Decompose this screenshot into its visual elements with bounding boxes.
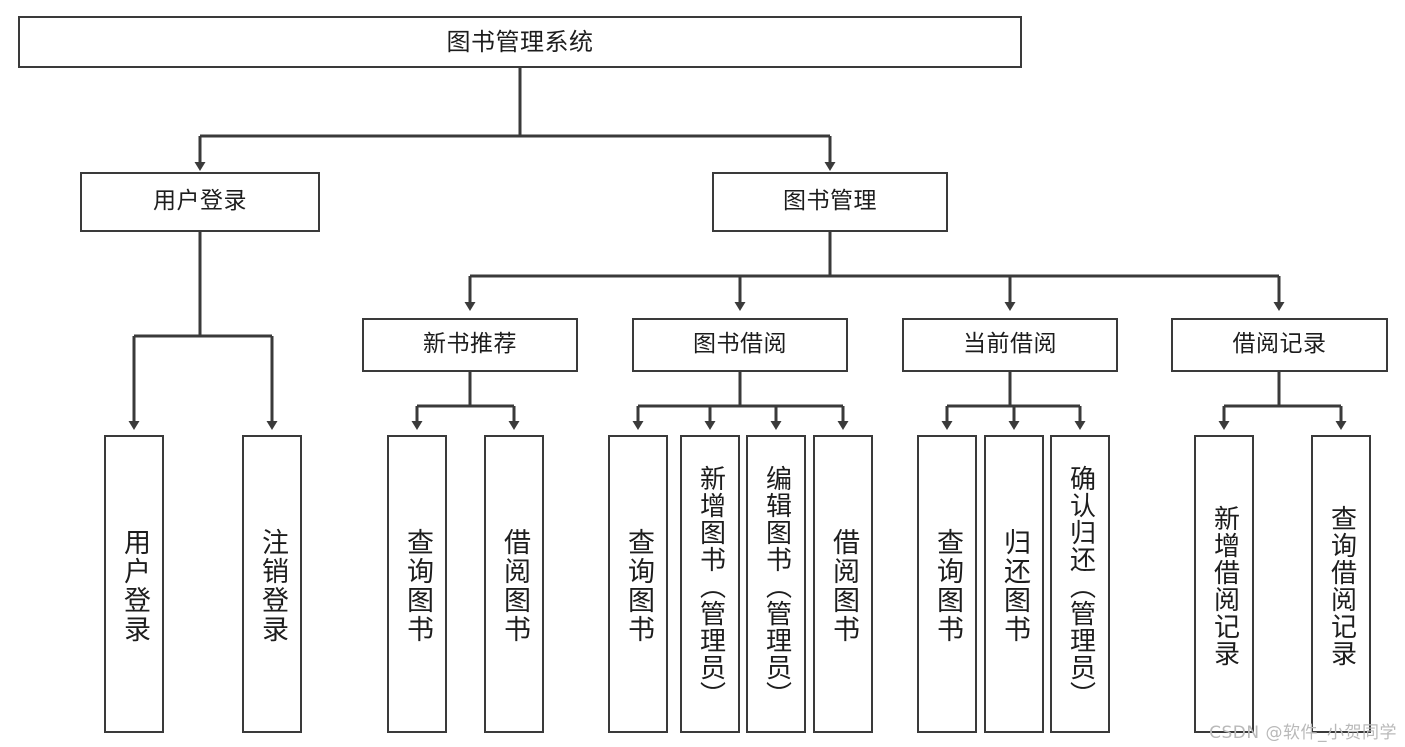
node-label: 新书推荐 bbox=[423, 331, 517, 358]
node-label: 当前借阅 bbox=[963, 331, 1057, 358]
node-leaf-query-book-3[interactable]: 查询图书 bbox=[917, 435, 977, 733]
node-leaf-query-record[interactable]: 查询借阅记录 bbox=[1311, 435, 1371, 733]
node-label: 查询图书 bbox=[402, 528, 434, 644]
node-leaf-query-book-1[interactable]: 查询图书 bbox=[387, 435, 447, 733]
node-label: 用户登录 bbox=[153, 188, 247, 215]
node-leaf-logout-login[interactable]: 注销登录 bbox=[242, 435, 302, 733]
node-leaf-add-record[interactable]: 新增借阅记录 bbox=[1194, 435, 1254, 733]
node-label: 图书借阅 bbox=[693, 331, 787, 358]
node-label: 注销登录 bbox=[257, 528, 289, 644]
node-label: 用户登录 bbox=[119, 528, 151, 644]
node-label: 归还图书 bbox=[999, 528, 1031, 644]
node-leaf-add-book[interactable]: 新增图书（管理员） bbox=[680, 435, 740, 733]
node-label: 查询图书 bbox=[932, 528, 964, 644]
node-leaf-confirm-return[interactable]: 确认归还（管理员） bbox=[1050, 435, 1110, 733]
node-user-login[interactable]: 用户登录 bbox=[80, 172, 320, 232]
node-label: 借阅图书 bbox=[499, 528, 531, 644]
node-current-borrow[interactable]: 当前借阅 bbox=[902, 318, 1118, 372]
node-root-system[interactable]: 图书管理系统 bbox=[18, 16, 1022, 68]
node-label: 借阅图书 bbox=[828, 528, 860, 644]
node-label: 编辑图书（管理员） bbox=[761, 464, 792, 708]
node-label: 查询借阅记录 bbox=[1326, 505, 1357, 667]
node-book-borrow[interactable]: 图书借阅 bbox=[632, 318, 848, 372]
node-label: 图书管理 bbox=[783, 188, 877, 215]
node-borrow-record[interactable]: 借阅记录 bbox=[1171, 318, 1388, 372]
node-label: 借阅记录 bbox=[1232, 331, 1327, 358]
node-label: 新增图书（管理员） bbox=[695, 464, 726, 708]
csdn-watermark: CSDN @软件_小贺同学 bbox=[1209, 723, 1397, 743]
node-leaf-user-login[interactable]: 用户登录 bbox=[104, 435, 164, 733]
node-leaf-edit-book[interactable]: 编辑图书（管理员） bbox=[746, 435, 806, 733]
node-leaf-return-book[interactable]: 归还图书 bbox=[984, 435, 1044, 733]
node-label: 图书管理系统 bbox=[446, 27, 594, 56]
node-label: 确认归还（管理员） bbox=[1065, 464, 1096, 708]
node-label: 查询图书 bbox=[623, 528, 655, 644]
node-book-manage[interactable]: 图书管理 bbox=[712, 172, 948, 232]
node-leaf-query-book-2[interactable]: 查询图书 bbox=[608, 435, 668, 733]
node-label: 新增借阅记录 bbox=[1209, 505, 1240, 667]
node-new-book-recommend[interactable]: 新书推荐 bbox=[362, 318, 578, 372]
node-leaf-borrow-book-1[interactable]: 借阅图书 bbox=[484, 435, 544, 733]
node-leaf-borrow-book-2[interactable]: 借阅图书 bbox=[813, 435, 873, 733]
